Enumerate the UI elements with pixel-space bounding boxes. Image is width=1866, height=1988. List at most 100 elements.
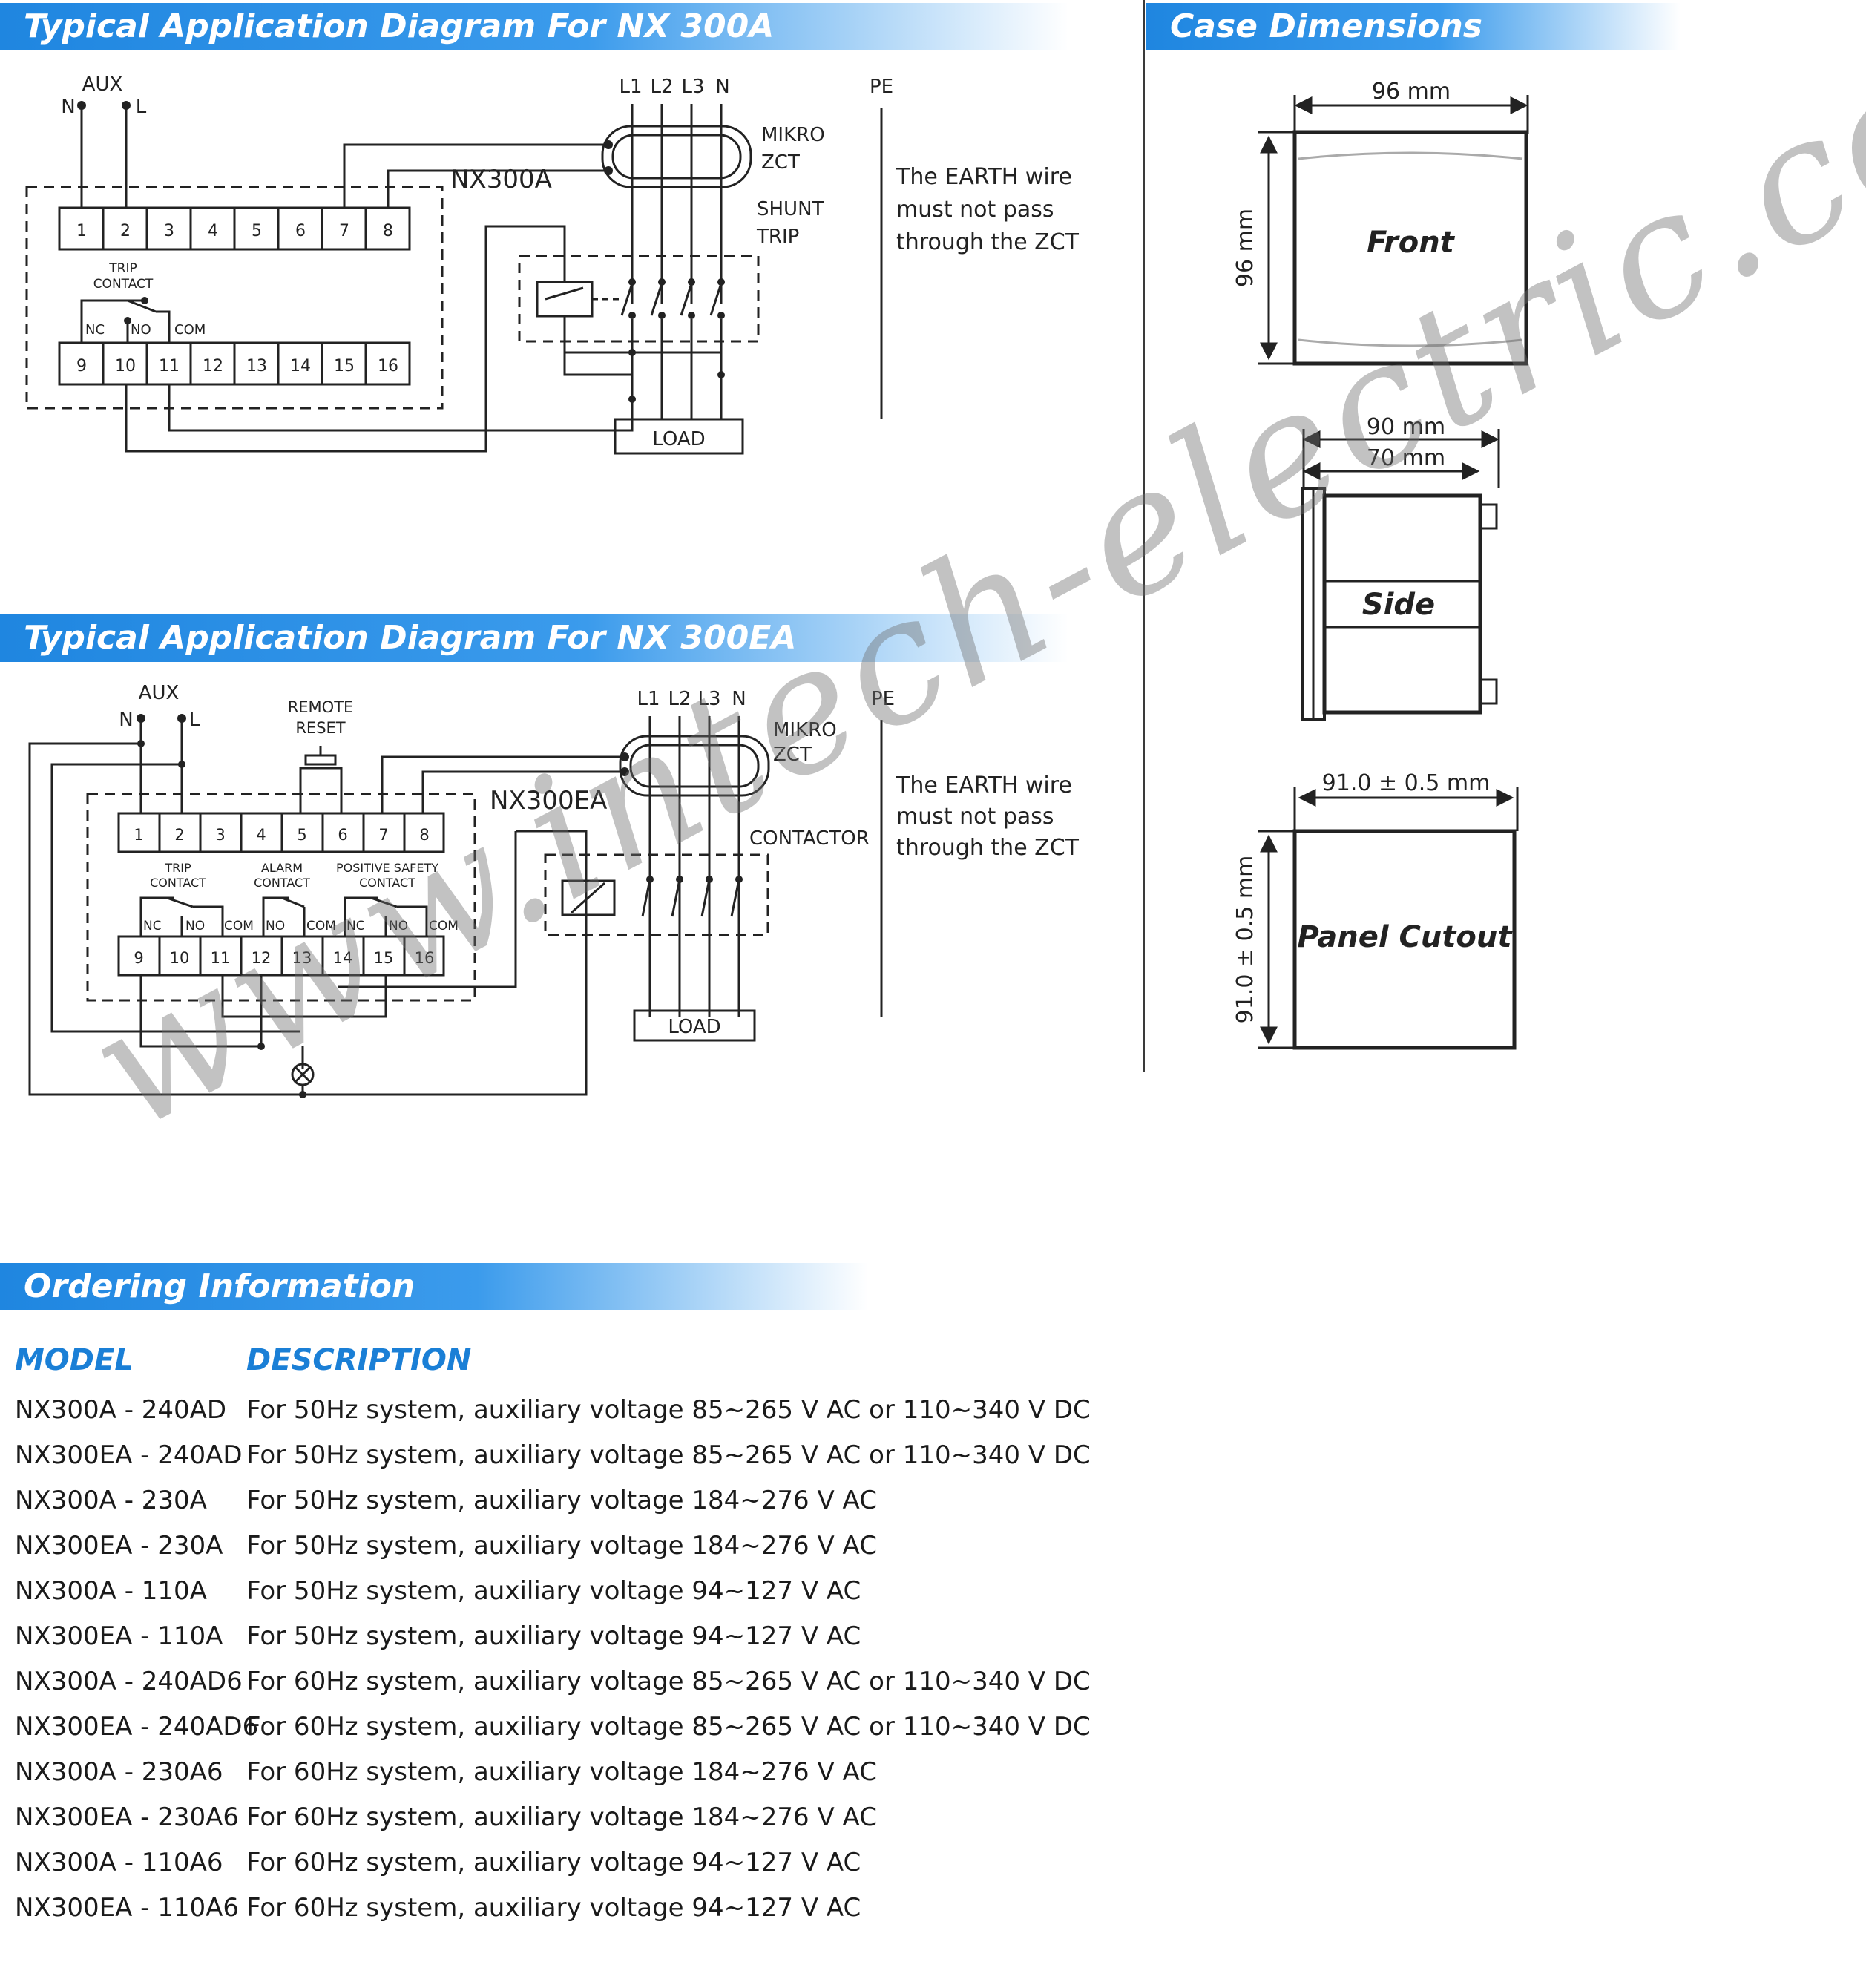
svg-text:NX300EA: NX300EA [490, 786, 607, 816]
svg-text:CONTACT: CONTACT [254, 876, 310, 890]
case-dimensions-drawing: 96 mm 96 mm Front 90 mm 70 mm Side 91.0 … [1232, 79, 1529, 1050]
svg-text:6: 6 [338, 826, 347, 844]
svg-text:NC: NC [85, 322, 105, 338]
load-label: LOAD [652, 428, 705, 450]
svg-text:L: L [189, 709, 200, 731]
svg-text:3: 3 [215, 826, 225, 844]
svg-text:6: 6 [295, 222, 306, 240]
svg-text:CONTACT: CONTACT [93, 277, 154, 292]
side-width-70: 70 mm [1367, 445, 1445, 471]
svg-text:TRIP: TRIP [164, 861, 191, 875]
svg-text:7: 7 [378, 826, 388, 844]
svg-text:NO: NO [185, 919, 205, 934]
svg-text:1: 1 [76, 222, 87, 240]
svg-text:must not pass: must not pass [896, 804, 1054, 830]
svg-text:COM: COM [224, 919, 254, 934]
svg-text:NO: NO [131, 322, 151, 338]
svg-text:REMOTE: REMOTE [288, 698, 354, 716]
svg-text:CONTACT: CONTACT [359, 876, 415, 890]
svg-text:NO: NO [389, 919, 408, 934]
svg-text:16: 16 [378, 357, 398, 375]
nx300a-wiring-diagram: AUX N L NX300A 1 2 3 4 5 6 7 8 9 10 11 1… [25, 73, 1080, 455]
svg-text:MIKRO: MIKRO [773, 719, 837, 741]
svg-text:4: 4 [208, 222, 218, 240]
svg-text:The EARTH wire: The EARTH wire [896, 772, 1072, 798]
svg-text:COM: COM [174, 322, 206, 338]
svg-text:N: N [715, 76, 729, 98]
load-box [614, 418, 744, 455]
svg-text:MIKRO: MIKRO [761, 124, 825, 146]
svg-text:ALARM: ALARM [261, 861, 303, 875]
load-box [633, 1009, 756, 1042]
ordering-information-title: Ordering Information [0, 1263, 868, 1310]
svg-text:RESET: RESET [295, 719, 345, 737]
svg-text:9: 9 [134, 949, 143, 967]
svg-text:13: 13 [246, 357, 267, 375]
device-label: NX300A [450, 165, 552, 194]
svg-text:14: 14 [333, 949, 353, 967]
svg-text:CONTACT: CONTACT [150, 876, 206, 890]
svg-text:4: 4 [256, 826, 266, 844]
nx300ea-diagram-title: Typical Application Diagram For NX 300EA [0, 614, 1068, 662]
svg-text:L1: L1 [619, 76, 642, 98]
svg-text:through the ZCT: through the ZCT [896, 229, 1080, 255]
svg-text:L3: L3 [681, 76, 704, 98]
svg-text:COM: COM [306, 919, 336, 934]
svg-text:PE: PE [871, 688, 895, 710]
aux-label: AUX [82, 73, 123, 96]
aux-n-label: N [61, 96, 75, 118]
front-width-dim: 96 mm [1372, 79, 1451, 105]
nx300ea-device-box [86, 793, 476, 1002]
svg-text:The EARTH wire: The EARTH wire [896, 164, 1072, 190]
svg-text:8: 8 [383, 222, 393, 240]
svg-text:2: 2 [174, 826, 184, 844]
panel-cutout-face [1292, 829, 1517, 1050]
case-dimensions-title: Case Dimensions [1146, 3, 1681, 50]
contactor-box [544, 853, 769, 936]
nx300a-diagram-title: Typical Application Diagram For NX 300A [0, 3, 1068, 50]
description-column-header: DESCRIPTION [246, 1343, 472, 1377]
nx300ea-wiring-diagram: AUX N L REMOTE RESET NX300EA 1 2 3 4 5 6… [28, 682, 1080, 1098]
svg-text:L2: L2 [668, 688, 691, 710]
pe-label: PE [870, 76, 893, 98]
svg-text:10: 10 [115, 357, 136, 375]
side-width-90: 90 mm [1367, 414, 1445, 440]
svg-text:TRIP: TRIP [108, 261, 137, 276]
nx300a-device-box [25, 186, 444, 410]
aux-l-label: L [136, 96, 147, 118]
svg-text:L1: L1 [637, 688, 660, 710]
svg-text:1: 1 [134, 826, 143, 844]
svg-text:14: 14 [290, 357, 311, 375]
svg-text:NC: NC [143, 919, 162, 934]
svg-text:TRIP: TRIP [756, 226, 799, 248]
cutout-label: Panel Cutout [1297, 920, 1513, 954]
svg-text:ZCT: ZCT [761, 151, 800, 174]
svg-text:8: 8 [419, 826, 429, 844]
svg-text:11: 11 [159, 357, 180, 375]
svg-text:11: 11 [211, 949, 231, 967]
svg-text:NC: NC [346, 919, 365, 934]
front-height-dim: 96 mm [1232, 209, 1258, 287]
svg-text:13: 13 [292, 949, 312, 967]
svg-text:2: 2 [120, 222, 131, 240]
svg-text:15: 15 [334, 357, 355, 375]
svg-text:10: 10 [170, 949, 190, 967]
svg-text:NO: NO [266, 919, 285, 934]
front-label: Front [1367, 226, 1456, 260]
side-label: Side [1362, 588, 1435, 622]
svg-text:through the ZCT: through the ZCT [896, 835, 1080, 861]
side-face [1322, 493, 1482, 715]
svg-text:must not pass: must not pass [896, 197, 1054, 223]
svg-text:7: 7 [339, 222, 349, 240]
svg-text:N: N [732, 688, 746, 710]
contactor-coil [561, 879, 616, 916]
svg-text:5: 5 [297, 826, 306, 844]
svg-text:12: 12 [252, 949, 272, 967]
svg-text:COM: COM [429, 919, 459, 934]
svg-text:3: 3 [164, 222, 174, 240]
svg-text:SHUNT: SHUNT [757, 198, 824, 220]
svg-text:L3: L3 [697, 688, 720, 710]
cutout-width-dim: 91.0 ± 0.5 mm [1322, 770, 1491, 796]
svg-text:12: 12 [203, 357, 223, 375]
svg-text:AUX: AUX [139, 682, 180, 704]
